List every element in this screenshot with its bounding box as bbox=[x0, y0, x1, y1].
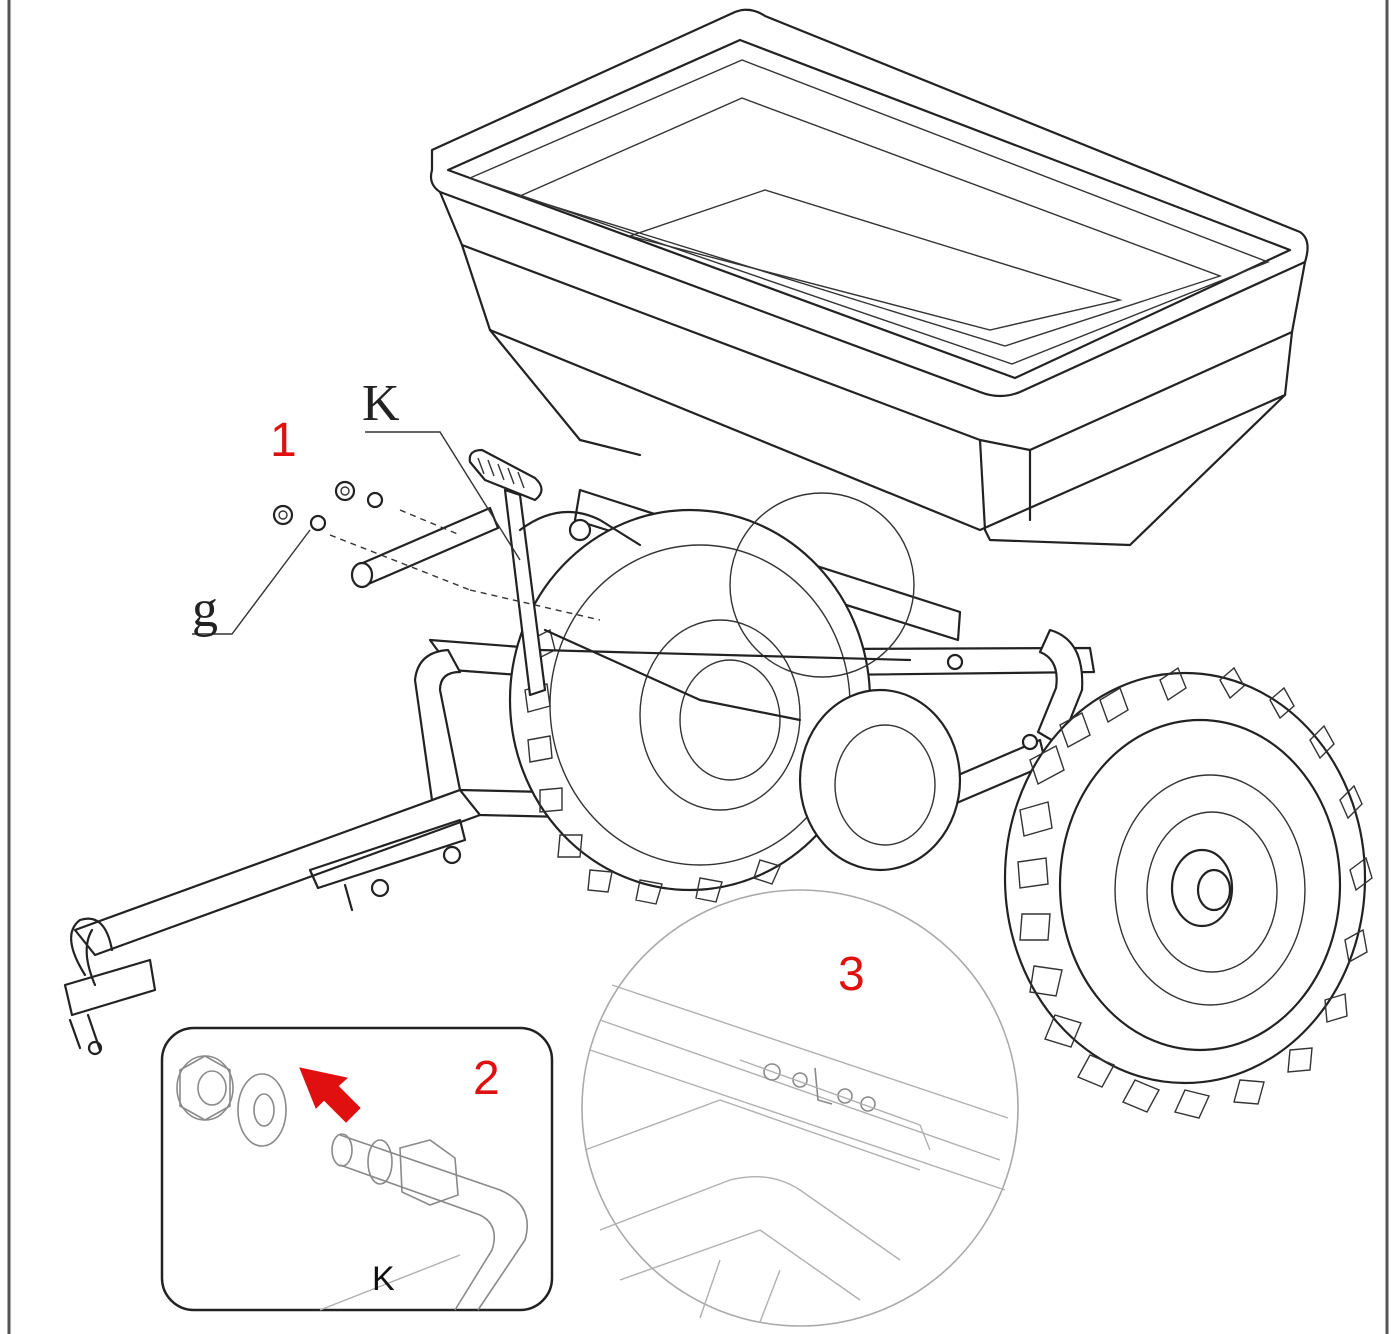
part-g-label: g bbox=[192, 581, 218, 638]
leader-g bbox=[192, 529, 311, 635]
right-wheel bbox=[1003, 666, 1373, 1119]
direction-arrow bbox=[299, 1067, 361, 1123]
inset-part-k-label: K bbox=[372, 1260, 395, 1298]
step-3-label: 3 bbox=[838, 948, 865, 1001]
leader-k bbox=[365, 431, 521, 561]
page-frame bbox=[7, 0, 1389, 1334]
control-lever bbox=[468, 448, 912, 722]
exploded-parts bbox=[272, 480, 601, 621]
part-k-label: K bbox=[362, 375, 400, 432]
spinner-detail-circle bbox=[729, 492, 915, 678]
inset-3-detail bbox=[581, 889, 1019, 1327]
hopper bbox=[429, 8, 1309, 547]
step-2-label: 2 bbox=[473, 1052, 500, 1105]
step-1-label: 1 bbox=[270, 414, 297, 467]
inset-2-detail bbox=[160, 1026, 554, 1312]
left-wheel bbox=[508, 508, 962, 905]
